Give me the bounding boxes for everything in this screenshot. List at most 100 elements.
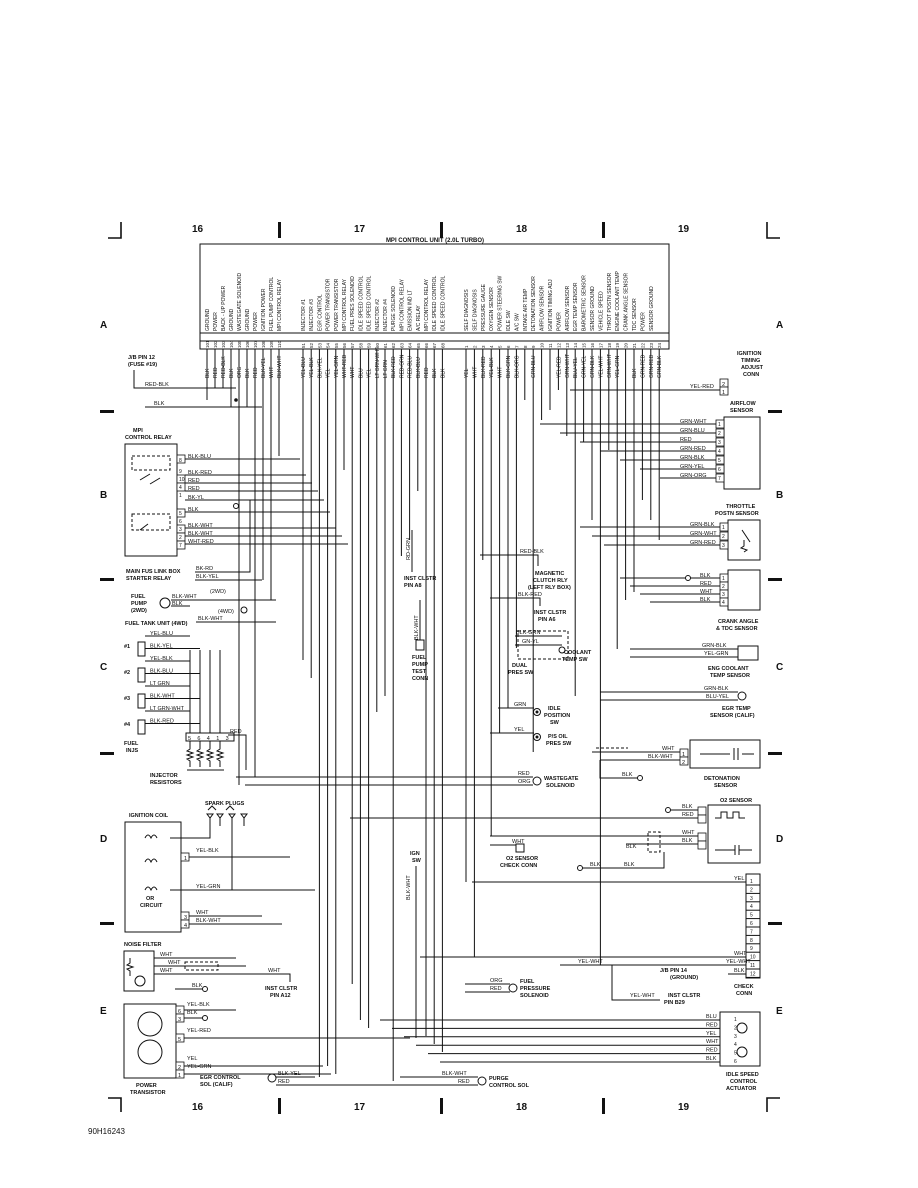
ecu-wire-color: BLK [440,368,446,378]
inst-clstr-a12-label-1: INST CLSTR [265,986,297,992]
blk-yel-label: BLK-YEL [196,574,219,580]
ecu-wire-color: YEL [326,368,332,378]
ecu-pin-number: 2 [472,345,477,348]
egr-wire-1: BLK-YEL [278,1071,301,1077]
check-conn-pin: 1 [750,879,753,885]
det-label-1: DETONATION [704,776,740,782]
ecu-pin-function: GROUND [229,308,235,331]
fuel-pump-test-conn: BLK-WHT FUEL PUMP TEST CONN [412,600,428,682]
injector-wire-label: BLK-WHT [150,694,175,700]
fuel-pressure-solenoid: ORG RED FUEL PRESSURE SOLENOID [465,978,551,999]
ecu-pin-number: 3 [481,345,486,348]
starter-relay-label: STARTER RELAY [126,576,172,582]
cas-label-1: CRANK ANGLE [718,619,759,625]
ecu-wire-color: YEL-BLK [489,357,495,378]
ects-label-1: ENG COOLANT [708,666,749,672]
tps-wire-label: GRN-RED [690,540,716,546]
ecu-wire-color: BLU-YEL [573,357,579,378]
ects-label-2: TEMP SENSOR [710,673,750,679]
b29-label-2: PIN B29 [664,1000,685,1006]
isc-pin: 6 [734,1059,737,1065]
relay-wire-label: BLK-WHT [188,531,213,537]
crank-pin-number: 1 [722,576,725,582]
fps-label-2: PRESSURE [520,986,551,992]
check-conn-pin: 7 [750,929,753,935]
ecu-wire-color: BLK-GRN [506,355,512,378]
relay-pin: 9 [179,469,182,475]
ecu-pin-function: SENSOR GROUND [590,286,596,331]
ecu-pin-number: 62 [391,342,396,348]
tps-pin-number: 1 [722,525,725,531]
rd-grn-label: RD-GRN [406,538,412,560]
ecu-pin-number: 18 [607,342,612,348]
ecu-pin-function: A/C SW [514,313,520,331]
crank-wire-label: RED [700,581,712,587]
ecu-wire-color: BLK-BLU [416,357,422,378]
ecu-pin-number: 1 [464,345,469,348]
ecu-wire-color: YEL-GRN [615,355,621,378]
check-conn-pin: 2 [750,887,753,893]
ecu-pin-number: 22 [640,342,645,348]
check-conn-pin: 11 [750,963,755,969]
idle-position-sw: GRN IDLE POSITION SW [498,702,570,726]
injector-number: #3 [124,696,130,702]
det-wire-1: WHT [662,746,675,752]
ecu-wire-color: ORG [237,367,243,379]
egr-control-label-1: EGR CONTROL [200,1075,241,1081]
itac-label-3: ADJUST [741,365,764,371]
ecu-pin-number: 106 [245,340,250,348]
fp-4wd-label: (4WD) [218,609,234,615]
ecu-pin-function: EGR CONTROL [317,294,323,331]
power-transistor: 6 3 5 2 1 YEL-BLK BLK YEL-RED YEL YEL-GR… [123,1002,410,1096]
injector-number: #4 [124,722,131,728]
ps-wire: YEL [514,727,524,733]
relay-wire-label: BLK-WHT [188,523,213,529]
ecu-wire-color: BLK-YEL [317,357,323,378]
ecu-pin-number: 51 [301,342,306,348]
resistor-pin: 4 [207,736,210,742]
cts-wire-2: GN-YL [522,639,539,645]
fps-wire-2: RED [490,986,502,992]
afs-label-2: SENSOR [730,408,753,414]
egr-wire-2: RED [278,1079,290,1085]
ecu-wire-color: GRN-WHT [607,354,613,378]
ecu-wire-color: RED-GRN [399,354,405,378]
fuel-pump-label-1: FUEL [131,594,146,600]
injector-wire-label: BLK-RED [150,719,174,725]
isc-pin: 5 [734,1051,737,1057]
ecu-pin-function: MPI CONTROL RELAY [424,278,430,331]
ecu-pin-number: 16 [590,342,595,348]
ecu-wire-color: GRN-YEL [582,356,588,378]
ign-sw: IGN SW BLK-WHT [406,851,422,1038]
isc-wire-label: WHT [706,1039,719,1045]
ecu-pin-function: AIRFLOW SENSOR [540,285,546,331]
row-label-e: E [100,1006,107,1017]
injector-number: #2 [124,670,130,676]
ecu-pin-number: 108 [261,340,266,348]
ecu-pin-function: MPI CONTROL RELAY [277,278,283,331]
ecu-pin-function: POWER STEERING SW [498,275,504,331]
ecu-wire-color: YEL-GRN [334,355,340,378]
purge-label-1: PURGE [489,1076,509,1082]
ecu-pin-function: INJECTOR #1 [301,299,307,331]
fptc-label-3: TEST [412,669,427,675]
ecu-pin-function: IGNITION TIMING ADJ [548,279,554,331]
airflow-wire-label: GRN-BLK [680,455,705,461]
row-label-a: A [100,320,107,331]
itac-label-4: CONN [743,372,759,378]
o2cc-label-2: CHECK CONN [500,863,537,869]
fuel-injs-label-1: FUEL [124,741,139,747]
inst-clstr-a12-label-2: PIN A12 [270,993,291,999]
ecu-pin-number: 60 [375,342,380,348]
ecu-wire-color: YEL [464,368,470,378]
isc-wire-label: YEL [706,1031,716,1037]
ecu-wire-color: RED [213,367,219,378]
ecu-wire-color: BLK-YEL [261,357,267,378]
tps-pin-number: 2 [722,534,725,540]
fptc-label-4: CONN [412,676,428,682]
airflow-pin-number: 3 [718,440,721,446]
o2-wire-2: RED [682,812,694,818]
jb-pin12: J/B PIN 12 (FUSE #19) RED-BLK BLK [128,355,262,408]
